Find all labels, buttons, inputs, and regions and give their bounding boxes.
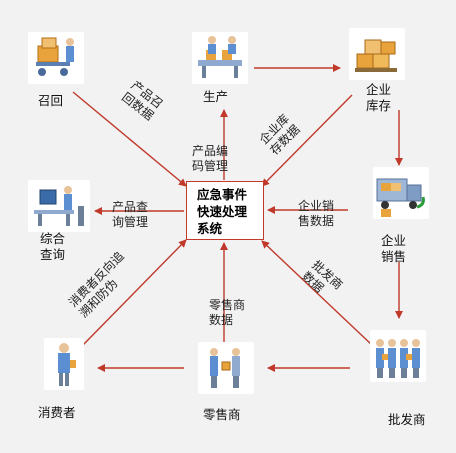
edge-label-retail-data: 零售商 数据 [209, 298, 246, 327]
arrow-recall-to-center [72, 91, 187, 187]
arrow-consumer-to-center [82, 239, 187, 346]
delivery-truck-icon [373, 167, 429, 219]
node-label-recall: 召回 [38, 93, 64, 108]
edge-label-product-code-mgmt: 产品编 码管理 [192, 144, 229, 173]
edge-label-sales-data: 企业销 售数据 [298, 199, 335, 228]
consumer-person-icon [44, 338, 84, 390]
arrow-wholesaler-to-center [261, 240, 373, 346]
node-label-retailer: 零售商 [203, 407, 241, 422]
arrow-inventory-to-center [261, 94, 353, 187]
node-label-integrated-query: 综合 查询 [40, 231, 66, 262]
node-label-wholesaler: 批发商 [388, 412, 426, 427]
node-label-consumer: 消费者 [38, 405, 76, 420]
warehouse-icon [349, 28, 405, 80]
computer-desk-icon [28, 180, 90, 232]
edge-label-product-query-mgmt: 产品查 询管理 [112, 200, 149, 229]
retailer-people-icon [198, 342, 254, 394]
node-label-enterprise-sales: 企业 销售 [381, 233, 407, 264]
recall-icon [28, 32, 84, 84]
production-icon [192, 32, 248, 84]
node-label-production: 生产 [203, 89, 229, 104]
center-system-box: 应急事件 快速处理 系统 [186, 181, 264, 240]
wholesaler-people-icon [370, 330, 426, 382]
node-label-enterprise-inventory: 企业 库存 [366, 82, 392, 113]
center-system-title: 应急事件 快速处理 系统 [197, 187, 248, 236]
